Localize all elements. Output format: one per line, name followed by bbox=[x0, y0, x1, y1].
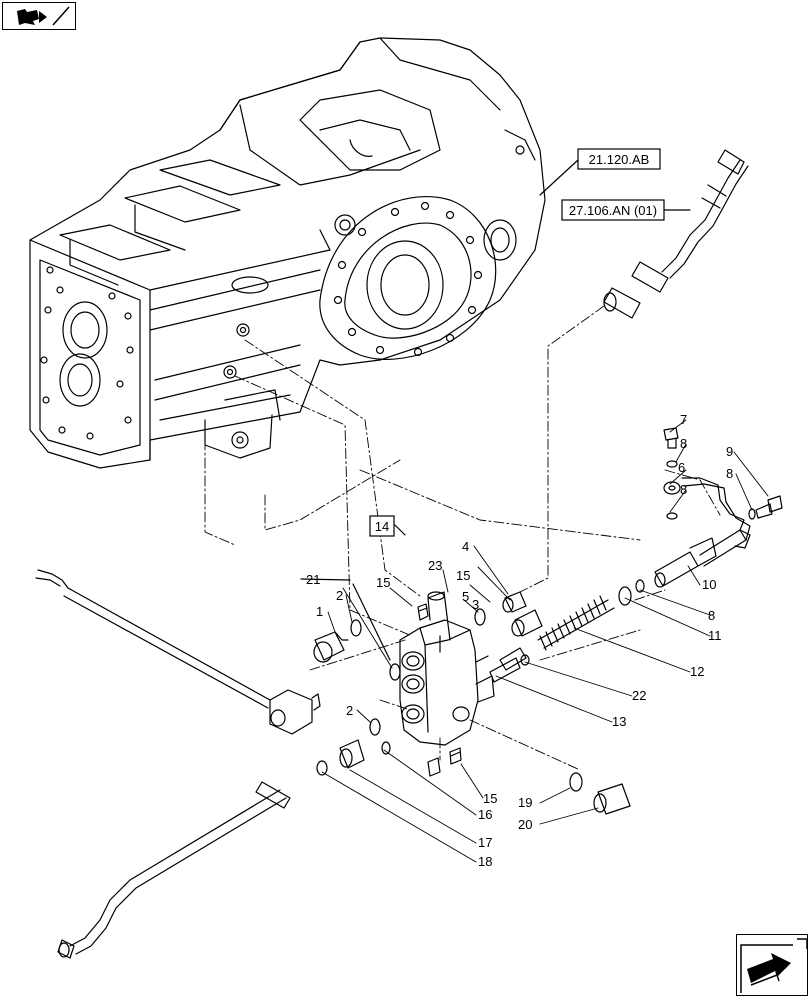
callout-17: 17 bbox=[478, 835, 492, 850]
assembly-lines bbox=[204, 305, 721, 771]
callout-6: 6 bbox=[678, 460, 685, 475]
oring-8-lower bbox=[635, 579, 645, 593]
callout-20: 20 bbox=[518, 817, 532, 832]
callout-13: 13 bbox=[612, 714, 626, 729]
ref-21120-label: 21.120.AB bbox=[589, 152, 650, 167]
ref-box-14[interactable]: 14 bbox=[369, 515, 395, 537]
callout-15-c: 15 bbox=[483, 791, 497, 806]
oring-2-bottom bbox=[369, 718, 381, 736]
callout-18: 18 bbox=[478, 854, 492, 869]
callout-2-top: 2 bbox=[336, 588, 343, 603]
callout-10: 10 bbox=[702, 577, 716, 592]
spring-12 bbox=[537, 595, 615, 651]
plug-15-top bbox=[417, 603, 429, 621]
callout-leaders bbox=[321, 419, 769, 863]
nav-next-button[interactable] bbox=[736, 934, 808, 996]
callout-3: 3 bbox=[472, 597, 479, 612]
sensor-harness bbox=[35, 569, 321, 735]
hydraulic-pipe-upper bbox=[603, 149, 749, 319]
callout-15-b: 15 bbox=[456, 568, 470, 583]
oring-2-top bbox=[350, 619, 362, 637]
transmission-housing bbox=[29, 37, 546, 469]
callout-22: 22 bbox=[632, 688, 646, 703]
callout-11: 11 bbox=[708, 628, 722, 643]
nav-prev-arrow-icon bbox=[17, 6, 70, 26]
callout-2-bottom: 2 bbox=[346, 703, 353, 718]
callout-16: 16 bbox=[478, 807, 492, 822]
callout-5: 5 bbox=[462, 589, 469, 604]
callout-12: 12 bbox=[690, 664, 704, 679]
callout-23: 23 bbox=[428, 558, 442, 573]
bolt-9 bbox=[748, 495, 783, 520]
callout-4: 4 bbox=[462, 539, 469, 554]
valve-block bbox=[399, 591, 495, 746]
nav-next-arrow-icon bbox=[740, 938, 808, 993]
callout-1: 1 bbox=[316, 604, 323, 619]
callout-7: 7 bbox=[680, 412, 687, 427]
ref-14-label: 14 bbox=[375, 519, 389, 534]
callout-8-a: 8 bbox=[680, 436, 687, 451]
callout-8-d: 8 bbox=[708, 608, 715, 623]
ref-27106-label: 27.106.AN (01) bbox=[569, 203, 657, 218]
ref-leaders bbox=[300, 159, 691, 661]
lower-parts bbox=[316, 739, 631, 815]
ref-box-27106[interactable]: 27.106.AN (01) bbox=[561, 199, 665, 221]
callout-8-c: 8 bbox=[726, 466, 733, 481]
callout-15-a: 15 bbox=[376, 575, 390, 590]
plugs-15-bottom bbox=[427, 747, 462, 777]
nav-prev-button[interactable] bbox=[2, 2, 76, 30]
oring-11 bbox=[618, 586, 632, 606]
plug-1 bbox=[313, 631, 349, 663]
oring-5 bbox=[474, 608, 486, 626]
fitting-10 bbox=[654, 477, 751, 588]
bolt-7 bbox=[663, 427, 679, 449]
ref-box-21120[interactable]: 21.120.AB bbox=[577, 148, 661, 170]
piston-22-13 bbox=[489, 647, 530, 683]
callout-21: 21 bbox=[306, 572, 320, 587]
callout-9: 9 bbox=[726, 444, 733, 459]
callout-8-b: 8 bbox=[680, 482, 687, 497]
oring-21 bbox=[389, 663, 401, 681]
callout-numbers: 1 2 2 3 4 5 6 7 8 8 8 8 9 10 11 12 13 15… bbox=[306, 412, 733, 869]
hydraulic-pipe-lower bbox=[57, 781, 291, 959]
callout-19: 19 bbox=[518, 795, 532, 810]
